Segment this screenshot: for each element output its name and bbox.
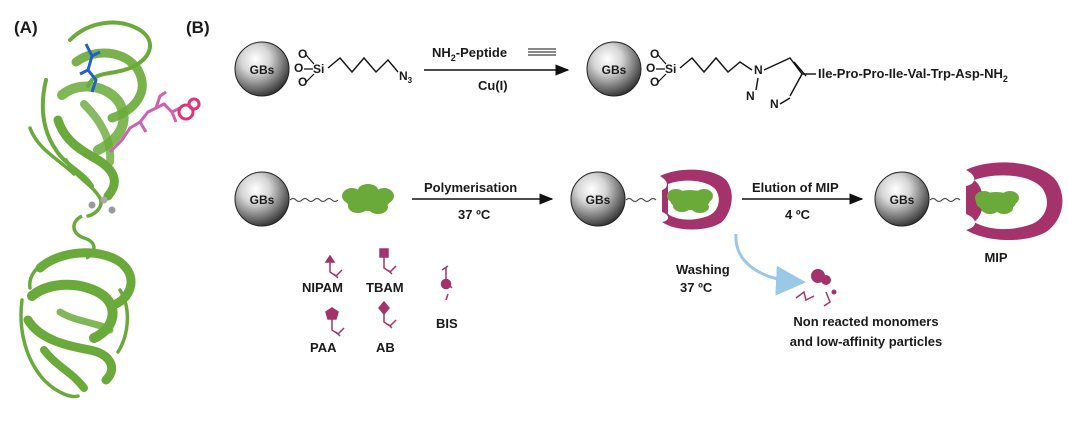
svg-text:O: O bbox=[650, 47, 659, 61]
alkyne-peptide-reagent: NH2-Peptide bbox=[432, 45, 507, 63]
protein-blob-1 bbox=[342, 184, 394, 214]
waste-line-1: Non reacted monomers bbox=[793, 314, 938, 329]
tbam-icon bbox=[379, 248, 397, 275]
paa-icon bbox=[325, 307, 345, 337]
svg-text:O: O bbox=[298, 47, 307, 61]
copper-catalyst: Cu(I) bbox=[478, 78, 508, 93]
svg-text:GBs: GBs bbox=[890, 193, 915, 207]
waste-particles bbox=[795, 269, 837, 307]
svg-text:GBs: GBs bbox=[602, 63, 627, 77]
peptide-tether-1 bbox=[289, 198, 339, 202]
ab-label: AB bbox=[376, 340, 395, 355]
paa-label: PAA bbox=[310, 340, 337, 355]
svg-text:O: O bbox=[650, 75, 659, 89]
silane-linker-right: O O O Si bbox=[646, 47, 753, 89]
waste-line-2: and low-affinity particles bbox=[790, 334, 942, 349]
washing-temp: 37 ºC bbox=[680, 280, 713, 295]
triazole-ring: N N N bbox=[746, 57, 816, 111]
bis-icon bbox=[440, 265, 453, 301]
polymerisation-arrow: Polymerisation 37 ºC bbox=[412, 180, 554, 222]
ab-icon bbox=[378, 300, 397, 329]
panel-b-label: (B) bbox=[186, 18, 210, 37]
peptide-tether-2 bbox=[625, 198, 657, 202]
elution-temp: 4 ºC bbox=[785, 207, 811, 222]
protein-structure bbox=[19, 20, 201, 399]
elution-arrow: Elution of MIP 4 ºC bbox=[742, 180, 864, 222]
svg-text:O: O bbox=[298, 75, 307, 89]
silane-linker-left: O O O Si N3 bbox=[294, 47, 413, 89]
svg-text:O: O bbox=[646, 61, 655, 75]
peptide-tether-3 bbox=[929, 198, 961, 202]
final-bead: GBs bbox=[874, 171, 930, 227]
svg-text:N: N bbox=[746, 89, 755, 103]
nipam-label: NIPAM bbox=[302, 280, 343, 295]
tbam-label: TBAM bbox=[366, 280, 404, 295]
polymerisation-label: Polymerisation bbox=[424, 180, 517, 195]
svg-text:GBs: GBs bbox=[586, 193, 611, 207]
monomer-legend bbox=[324, 248, 453, 337]
washing-label: Washing bbox=[676, 262, 730, 277]
bead-label: GBs bbox=[250, 63, 275, 77]
elution-label: Elution of MIP bbox=[752, 180, 839, 195]
mip-cavity bbox=[966, 162, 1063, 241]
svg-text:N3: N3 bbox=[399, 69, 413, 85]
mip-shell-with-template bbox=[660, 169, 732, 230]
washing-arrow: Washing 37 ºC bbox=[676, 233, 806, 296]
product-bead: GBs bbox=[586, 41, 642, 97]
polymerisation-temp: 37 ºC bbox=[458, 207, 491, 222]
svg-text:Si: Si bbox=[313, 62, 324, 76]
svg-text:N: N bbox=[754, 63, 763, 77]
click-reaction-arrow: NH2-Peptide Cu(I) bbox=[424, 45, 570, 93]
bis-label: BIS bbox=[436, 316, 458, 331]
panel-a-label: (A) bbox=[14, 18, 38, 37]
template-bead: GBs bbox=[234, 171, 290, 227]
svg-text:O: O bbox=[294, 61, 303, 75]
peptide-sequence: Ile-Pro-Pro-Ile-Val-Trp-Asp-NH2 bbox=[818, 66, 1008, 84]
mip-label: MIP bbox=[984, 250, 1007, 265]
svg-text:Si: Si bbox=[665, 62, 676, 76]
imprinted-bead: GBs bbox=[570, 171, 626, 227]
svg-text:N: N bbox=[770, 97, 779, 111]
nipam-icon bbox=[324, 254, 343, 279]
svg-text:GBs: GBs bbox=[250, 193, 275, 207]
reactant-bead: GBs bbox=[234, 41, 290, 97]
